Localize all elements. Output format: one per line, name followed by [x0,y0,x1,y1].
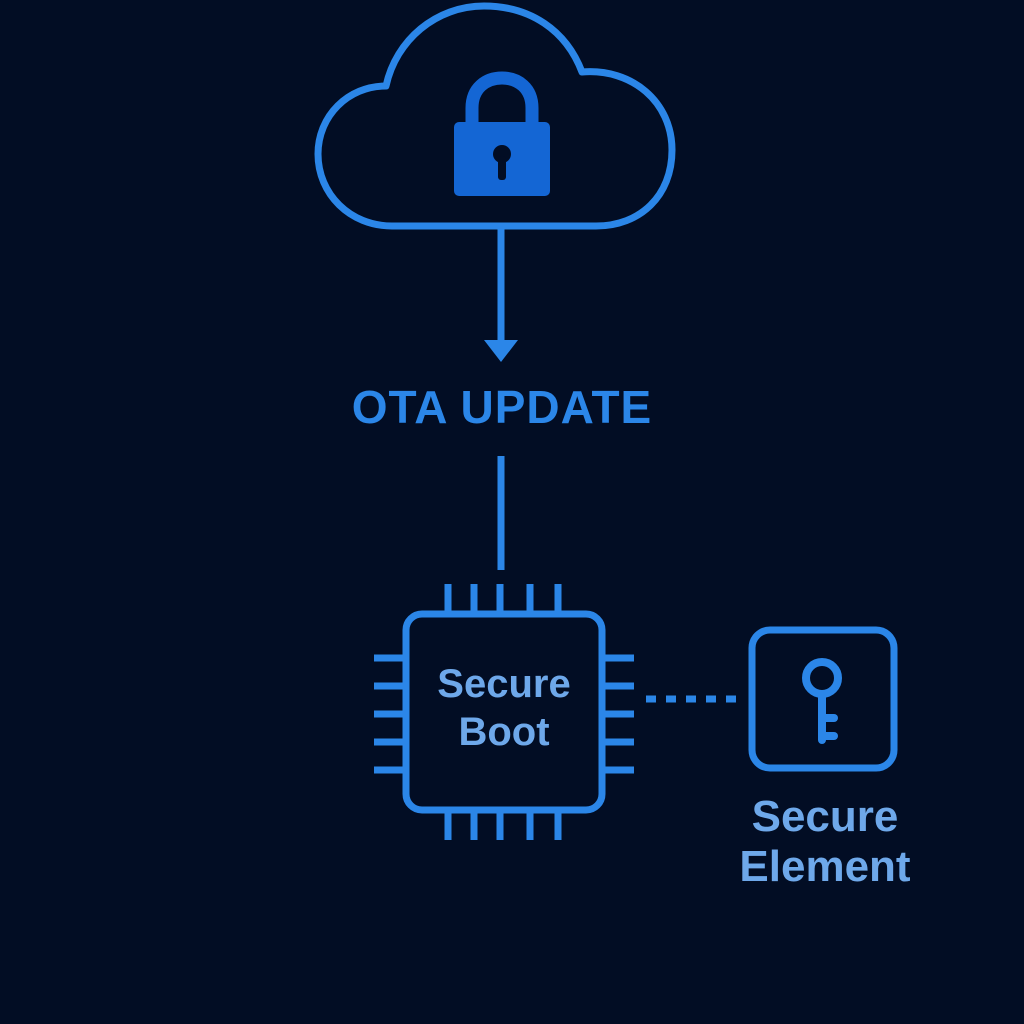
padlock-icon [454,71,550,196]
download-arrow [484,228,518,362]
key-icon [802,658,842,744]
microchip-icon [374,584,634,840]
secure-element-label: Secure Element [700,792,950,892]
ota-update-label: OTA UPDATE [351,381,653,433]
secure-boot-line1: Secure [437,662,571,706]
secure-boot-label: Secure Boot [410,660,598,756]
secure-element-line2: Element [739,842,911,891]
secure-boot-line2: Boot [458,710,550,754]
secure-element-box [748,626,898,772]
cloud-icon [314,2,676,230]
secure-element-line1: Secure [751,792,899,841]
